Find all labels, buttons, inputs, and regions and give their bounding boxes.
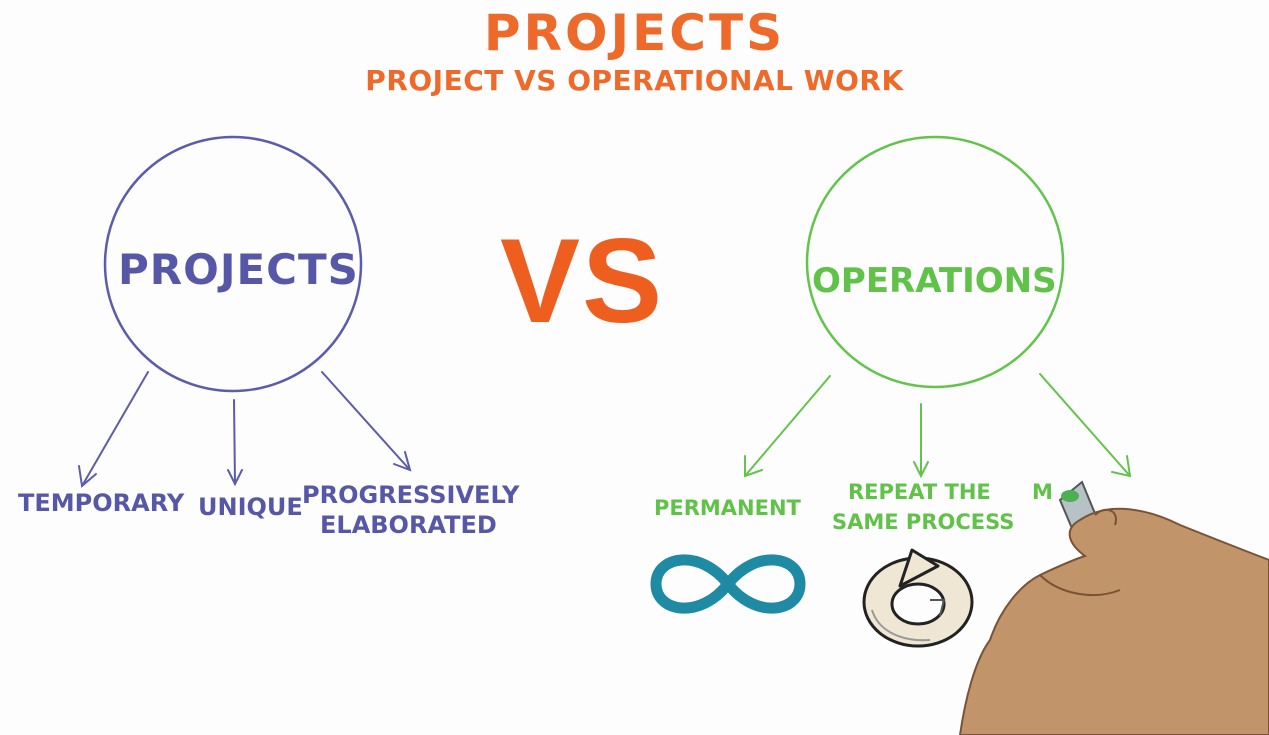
arrow-repeat: [913, 403, 929, 479]
arrow-progressively: [321, 371, 412, 472]
arrow-permanent: [744, 375, 831, 478]
hand-with-marker-icon: [958, 480, 1269, 735]
trait-same-process: SAME PROCESS: [832, 510, 1015, 534]
trait-temporary: TEMPORARY: [18, 489, 185, 517]
vs-label: VS: [500, 214, 665, 348]
operations-circle-label: OPERATIONS: [812, 261, 1057, 301]
page-subtitle: PROJECT VS OPERATIONAL WORK: [365, 64, 904, 97]
trait-repeat-the: REPEAT THE: [848, 480, 991, 504]
trait-permanent: PERMANENT: [654, 496, 801, 520]
arrow-unique: [227, 399, 243, 487]
trait-unique: UNIQUE: [198, 493, 303, 521]
projects-circle: [103, 135, 363, 393]
trait-elaborated: ELABORATED: [320, 511, 497, 539]
operations-circle: [805, 135, 1065, 389]
trait-partial-m: M: [1032, 480, 1053, 504]
infinity-icon: [650, 554, 806, 614]
page-title: PROJECTS: [483, 4, 786, 62]
arrow-temporary: [78, 371, 149, 488]
projects-circle-label: PROJECTS: [118, 245, 359, 294]
arrow-m: [1039, 373, 1132, 478]
repeat-cycle-icon: [862, 548, 974, 648]
trait-progressively: PROGRESSIVELY: [302, 481, 520, 509]
